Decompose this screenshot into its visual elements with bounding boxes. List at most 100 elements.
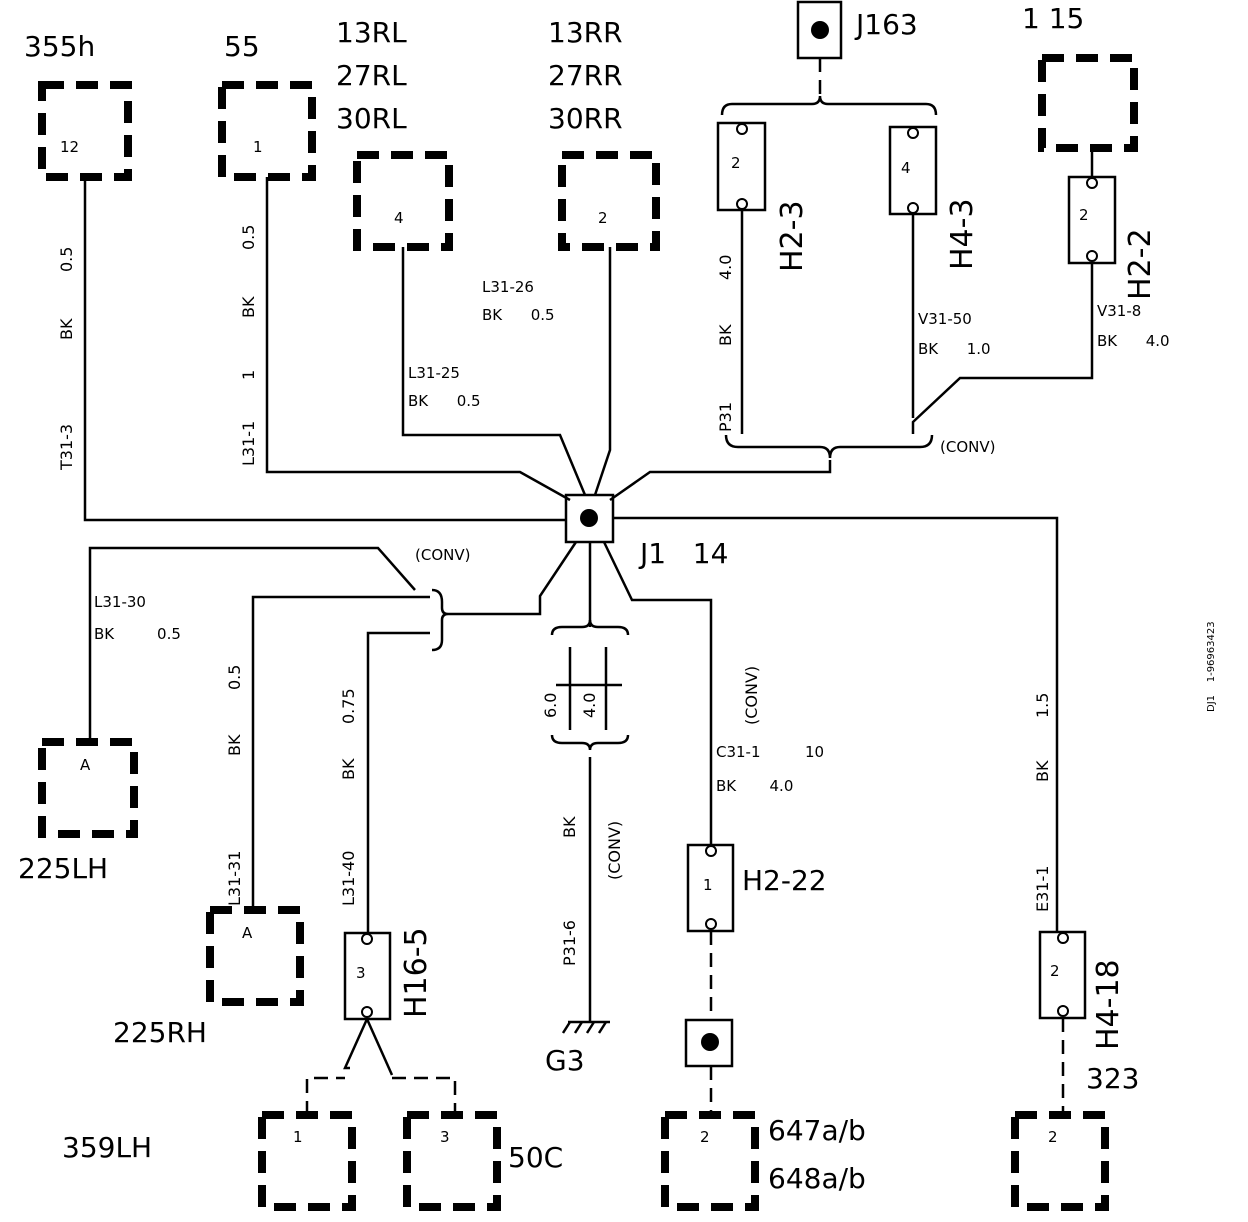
- wire-conv-left: (CONV): [415, 546, 470, 564]
- wire-l31-1-n: 1: [239, 370, 258, 380]
- connector-h2-2: [1067, 175, 1117, 265]
- wire-p31: P31: [716, 402, 735, 432]
- label-225lh: 225LH: [18, 852, 108, 885]
- pin-323: 2: [1048, 1128, 1058, 1146]
- j163-dot: [811, 21, 829, 39]
- wire-l31-40-color: BK: [339, 758, 358, 780]
- label-13rr: 13RR: [548, 16, 623, 49]
- box-225rh: [206, 906, 304, 1006]
- label-h2-2: H2-2: [1123, 228, 1158, 300]
- j1-dot: [580, 509, 598, 527]
- wire-c31-1-spec: BK 4.0: [716, 777, 793, 795]
- label-647: 647a/b: [768, 1114, 866, 1147]
- label-27rr: 27RR: [548, 59, 623, 92]
- wire-l31-26-spec: BK 0.5: [482, 306, 555, 324]
- wire-e31-1: E31-1: [1033, 866, 1052, 912]
- wire-labels: T31-3 BK 0.5 L31-1 1 BK 0.5 L31-26 BK 0.…: [57, 225, 1170, 966]
- connector-h2-3: [716, 121, 767, 212]
- wire-e31-1-size: 1.5: [1033, 693, 1052, 718]
- wire-p31-size: 4.0: [716, 255, 735, 280]
- component-labels: 355h 55 13RL 27RL 30RL 13RR 27RR 30RR J1…: [18, 2, 1158, 1195]
- pin-647: 2: [700, 1128, 710, 1146]
- box-30rr: [558, 151, 660, 251]
- pin-30rl: 4: [394, 209, 404, 227]
- wire-p31-color: BK: [716, 324, 735, 346]
- box-647: [661, 1111, 759, 1211]
- label-j163: J163: [854, 8, 918, 41]
- wires: [83, 58, 1094, 1115]
- wire-l31-31: L31-31: [225, 851, 244, 906]
- wire-c31-1-n: 10: [805, 743, 824, 761]
- pin-h4-3: 4: [901, 159, 911, 177]
- pin-h16-5: 3: [356, 964, 366, 982]
- box-323: [1011, 1111, 1109, 1211]
- wire-l31-1-size: 0.5: [239, 225, 258, 250]
- wire-conv-g3: (CONV): [605, 821, 624, 880]
- pin-355h: 12: [60, 138, 79, 156]
- pin-359-3: 3: [440, 1128, 450, 1146]
- wire-l31-26: L31-26: [482, 278, 534, 296]
- label-h4-3: H4-3: [945, 198, 980, 270]
- pin-numbers: 12 1 4 2 2 4 2 A A 3 1 2 1 3 2 2: [60, 138, 1089, 1146]
- wire-l31-40-size: 0.75: [339, 688, 358, 724]
- wire-v31-8-spec: BK 4.0: [1097, 332, 1170, 350]
- label-115: 1 15: [1022, 2, 1084, 35]
- label-50c: 50C: [508, 1141, 563, 1174]
- label-j1: J1 14: [638, 537, 728, 570]
- pin-h2-22: 1: [703, 876, 713, 894]
- side-reference-code: DJ1 1-96963423: [1206, 621, 1217, 712]
- wire-conv-right: (CONV): [940, 438, 995, 456]
- wire-l31-31-color: BK: [225, 734, 244, 756]
- label-h16-5: H16-5: [399, 927, 434, 1018]
- connector-blocks: [343, 0, 1117, 1068]
- label-g3: G3: [545, 1044, 585, 1077]
- wire-t31-3-size: 0.5: [57, 247, 76, 272]
- wire-e31-1-color: BK: [1033, 760, 1052, 782]
- wire-size-6: 6.0: [541, 693, 560, 718]
- label-h2-22: H2-22: [742, 864, 827, 897]
- box-30rl: [353, 151, 453, 251]
- splice-647-dot: [701, 1033, 719, 1051]
- box-115: [1038, 54, 1138, 152]
- wire-size-4: 4.0: [580, 693, 599, 718]
- pin-359-1: 1: [293, 1128, 303, 1146]
- wire-l31-30: L31-30: [94, 593, 146, 611]
- connector-h2-22: [686, 843, 735, 933]
- label-h4-18: H4-18: [1091, 959, 1126, 1050]
- wire-l31-1: L31-1: [239, 421, 258, 466]
- wire-v31-50-spec: BK 1.0: [918, 340, 991, 358]
- label-27rl: 27RL: [336, 59, 407, 92]
- wire-c31-1: C31-1: [716, 743, 761, 761]
- pin-h4-18: 2: [1050, 962, 1060, 980]
- connector-h4-3: [888, 125, 938, 216]
- pin-30rr: 2: [598, 209, 608, 227]
- wire-t31-3: T31-3: [57, 424, 76, 471]
- wire-l31-25-spec: BK 0.5: [408, 392, 481, 410]
- pin-55: 1: [253, 138, 263, 156]
- label-355h: 355h: [24, 30, 95, 63]
- wire-l31-31-size: 0.5: [225, 665, 244, 690]
- wire-l31-1-color: BK: [239, 296, 258, 318]
- box-359lh-left: [258, 1111, 356, 1211]
- connector-h16-5: [343, 931, 392, 1021]
- wire-l31-25: L31-25: [408, 364, 460, 382]
- pin-h2-2: 2: [1079, 206, 1089, 224]
- wire-l31-30-spec: BK 0.5: [94, 625, 181, 643]
- wire-t31-3-color: BK: [57, 318, 76, 340]
- splice-647: [684, 1018, 734, 1068]
- wire-p31-6-color: BK: [560, 816, 579, 838]
- wire-p31-6: P31-6: [560, 920, 579, 966]
- label-30rr: 30RR: [548, 102, 623, 135]
- connector-h4-18: [1038, 930, 1087, 1020]
- label-359lh: 359LH: [62, 1131, 152, 1164]
- label-648: 648a/b: [768, 1162, 866, 1195]
- box-355h: [38, 81, 132, 181]
- label-30rl: 30RL: [336, 102, 407, 135]
- pin-225lh: A: [80, 756, 91, 774]
- pin-h2-3: 2: [731, 154, 741, 172]
- wire-conv-h2-22: (CONV): [742, 666, 761, 725]
- box-225lh: [38, 738, 138, 838]
- wire-v31-50: V31-50: [918, 310, 972, 328]
- label-323: 323: [1086, 1062, 1139, 1095]
